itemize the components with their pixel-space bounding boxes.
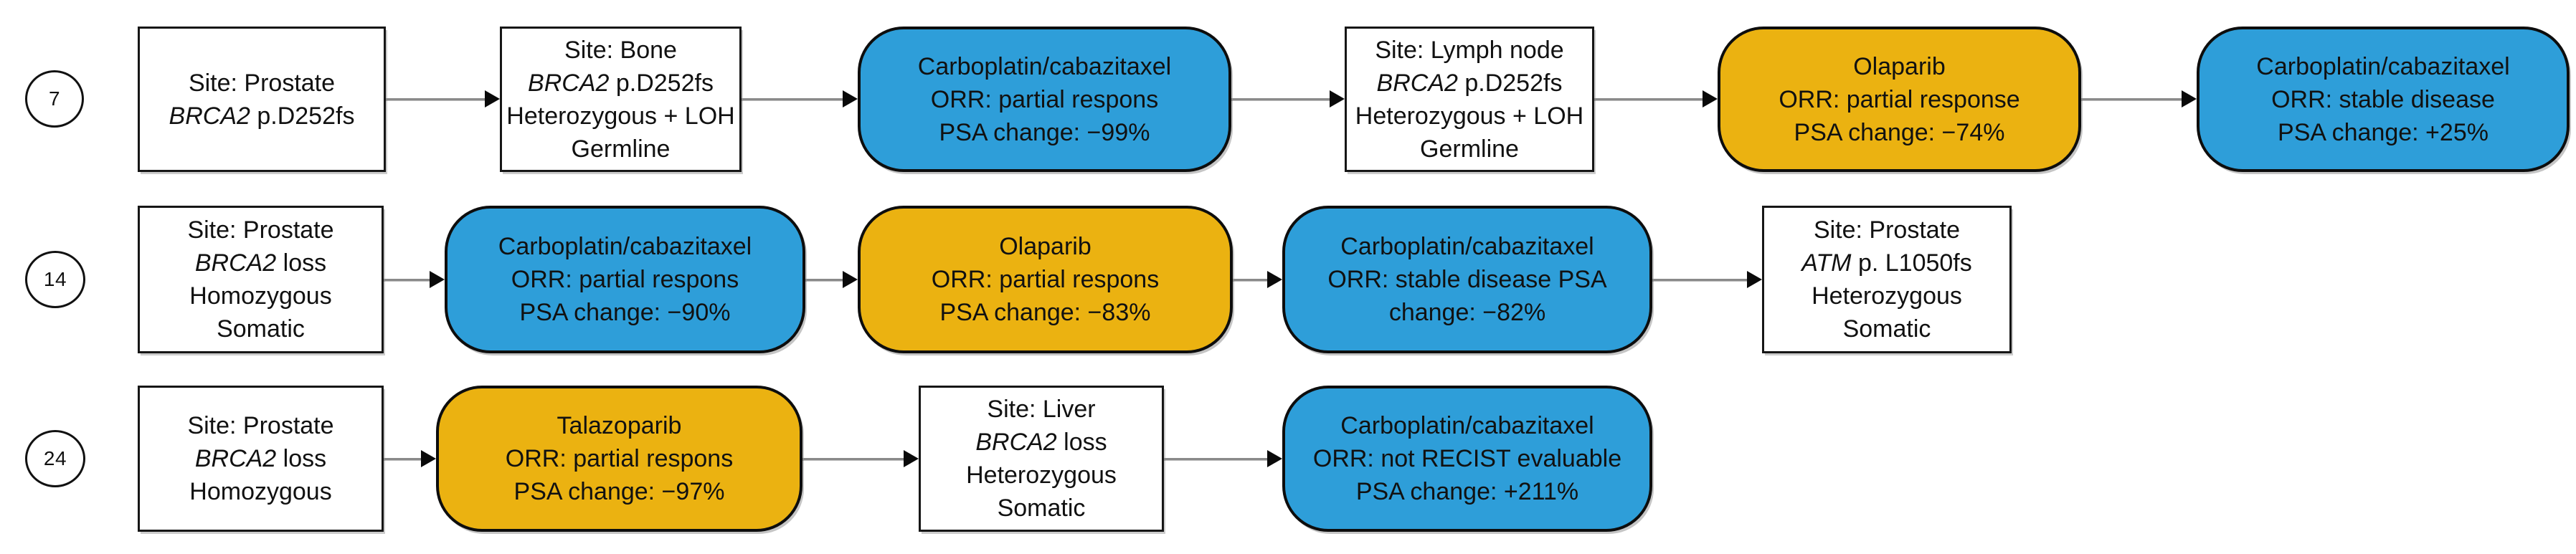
node-text-line: BRCA2 loss xyxy=(975,429,1107,456)
node-text-line: Heterozygous + LOH xyxy=(506,102,735,130)
node-text-line: Germline xyxy=(1420,135,1519,163)
arrow-line xyxy=(384,458,423,460)
node-text-line: Carboplatin/cabazitaxel xyxy=(498,233,752,260)
patient-circle: 14 xyxy=(25,251,85,308)
node-text-line: PSA change: −97% xyxy=(513,478,725,505)
arrow-line xyxy=(802,458,906,460)
node-text-line: Site: Prostate xyxy=(188,69,336,97)
node-text-line: Site: Prostate xyxy=(187,412,334,439)
arrow-line xyxy=(742,98,845,100)
node-text-line: Homozygous xyxy=(189,282,332,310)
arrow-line xyxy=(1652,279,1749,281)
node-text-line: ORR: not RECIST evaluable xyxy=(1312,445,1622,472)
arrow-head-icon xyxy=(843,90,858,108)
node-text-line: PSA change: +211% xyxy=(1355,478,1579,505)
node-text-line: Carboplatin/cabazitaxel xyxy=(1340,412,1594,439)
node-text-line: PSA change: −90% xyxy=(519,299,731,326)
node-text-line: Talazoparib xyxy=(557,412,682,439)
arrow-head-icon xyxy=(1703,90,1718,108)
patient-number: 24 xyxy=(43,447,67,469)
node-text-line: Somatic xyxy=(217,315,305,343)
patient-number: 14 xyxy=(43,268,67,290)
arrow-line xyxy=(384,279,432,281)
node-text-line: change: −82% xyxy=(1388,299,1546,326)
patient-circle: 7 xyxy=(25,70,84,128)
node-text-line: Carboplatin/cabazitaxel xyxy=(917,52,1172,80)
node-text-line: Site: Bone xyxy=(564,36,677,64)
node-text-line: Somatic xyxy=(1842,315,1931,343)
arrow-head-icon xyxy=(843,271,858,288)
node-text-line: ORR: partial respons xyxy=(930,85,1159,113)
node-text-line: ORR: partial respons xyxy=(505,445,734,472)
arrow-line xyxy=(2081,98,2184,100)
node-text-line: Site: Prostate xyxy=(187,216,334,244)
arrow-head-icon xyxy=(1747,271,1762,288)
arrow-line xyxy=(1231,98,1332,100)
node-text-line: BRCA2 loss xyxy=(194,249,327,277)
node-text-line: ORR: partial response xyxy=(1779,85,2020,113)
node-text-line: Olaparib xyxy=(1853,52,1946,80)
node-text-line: Site: Prostate xyxy=(1813,216,1961,244)
arrow-line xyxy=(1164,458,1269,460)
node-text-line: BRCA2 p.D252fs xyxy=(169,102,355,130)
node-text-line: PSA change: +25% xyxy=(2278,118,2489,146)
node-text-line: ORR: stable disease xyxy=(2271,85,2495,113)
arrow-head-icon xyxy=(421,450,436,467)
node-text-line: Carboplatin/cabazitaxel xyxy=(2256,52,2510,80)
arrow-head-icon xyxy=(1267,271,1282,288)
arrow-head-icon xyxy=(1330,90,1345,108)
node-text-line: ATM p. L1050fs xyxy=(1801,249,1972,277)
node-text-line: PSA change: −99% xyxy=(939,118,1150,146)
arrow-head-icon xyxy=(1267,450,1282,467)
arrow-head-icon xyxy=(904,450,919,467)
node-text-line: Site: Liver xyxy=(987,396,1096,423)
arrow-head-icon xyxy=(430,271,445,288)
node-text-line: Homozygous xyxy=(189,478,332,505)
patient-number: 7 xyxy=(48,87,61,110)
node-text-line: Carboplatin/cabazitaxel xyxy=(1340,233,1594,260)
node-text-line: ORR: partial respons xyxy=(931,266,1160,293)
node-text-line: BRCA2 p.D252fs xyxy=(528,69,714,97)
node-text-line: Somatic xyxy=(997,495,1086,522)
node-text-line: Heterozygous + LOH xyxy=(1355,102,1584,130)
arrow-head-icon xyxy=(2182,90,2197,108)
node-text-line: PSA change: −74% xyxy=(1794,118,2005,146)
node-text-line: BRCA2 loss xyxy=(194,445,327,472)
arrow-line xyxy=(1594,98,1705,100)
node-text-line: PSA change: −83% xyxy=(939,299,1151,326)
arrow-line xyxy=(386,98,487,100)
node-text-line: Heterozygous xyxy=(966,462,1117,489)
node-text-line: Germline xyxy=(571,135,671,163)
arrow-line xyxy=(1233,279,1269,281)
node-text-line: ORR: partial respons xyxy=(511,266,739,293)
node-text-line: Site: Lymph node xyxy=(1375,36,1564,64)
patient-circle: 24 xyxy=(25,430,85,487)
node-text-line: Olaparib xyxy=(999,233,1092,260)
node-text-line: Heterozygous xyxy=(1812,282,1962,310)
arrow-line xyxy=(805,279,845,281)
arrow-head-icon xyxy=(485,90,500,108)
node-text-line: BRCA2 p.D252fs xyxy=(1376,69,1563,97)
node-text-line: ORR: stable disease PSA xyxy=(1327,266,1607,293)
